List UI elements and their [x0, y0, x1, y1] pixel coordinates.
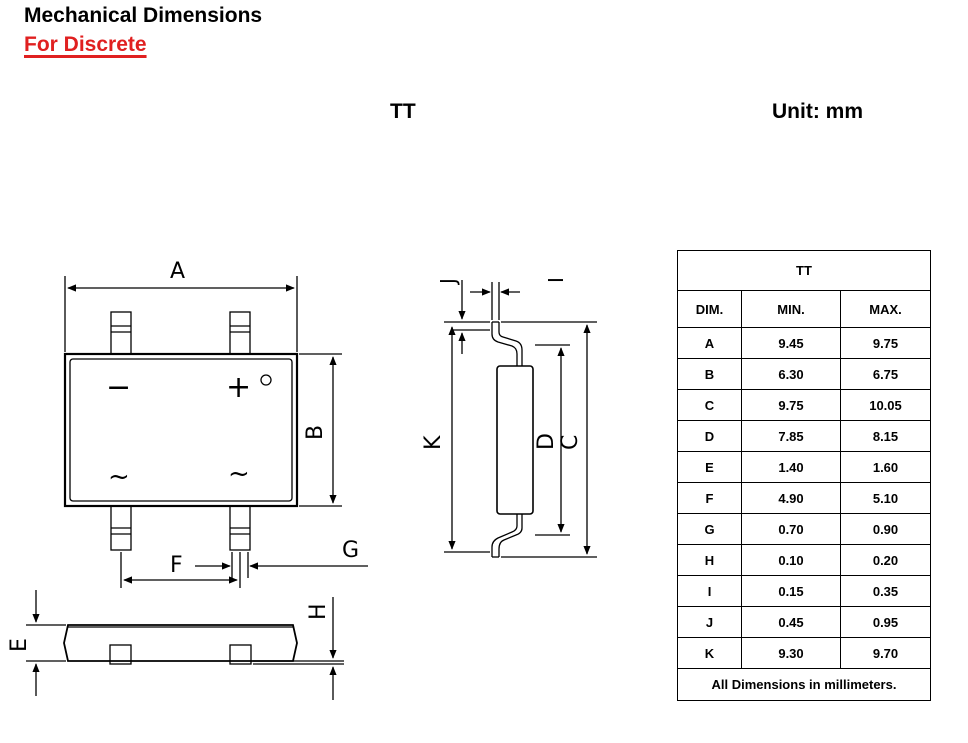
cell-dim: F: [677, 482, 742, 514]
cell-dim: G: [677, 513, 742, 545]
cell-min: 7.85: [741, 420, 841, 452]
page-title: Mechanical Dimensions: [24, 4, 263, 27]
dim-label-h: H: [306, 603, 331, 620]
cell-min: 9.75: [741, 389, 841, 421]
cell-max: 0.95: [840, 606, 931, 638]
cell-dim: H: [677, 544, 742, 576]
front-view: [26, 590, 344, 700]
column-header-min: MIN.: [741, 290, 841, 328]
cell-min: 9.30: [741, 637, 841, 669]
dim-label-k: K: [421, 435, 446, 450]
cell-max: 10.05: [840, 389, 931, 421]
cell-min: 4.90: [741, 482, 841, 514]
cell-max: 0.35: [840, 575, 931, 607]
cell-min: 0.45: [741, 606, 841, 638]
cell-min: 9.45: [741, 327, 841, 359]
section-subtitle: For Discrete: [24, 33, 147, 56]
cell-dim: C: [677, 389, 742, 421]
cell-max: 1.60: [840, 451, 931, 483]
column-header-max: MAX.: [840, 290, 931, 328]
cell-max: 0.20: [840, 544, 931, 576]
dim-label-d: D: [534, 433, 559, 450]
cell-min: 0.15: [741, 575, 841, 607]
top-view: [63, 276, 368, 588]
cell-max: 0.90: [840, 513, 931, 545]
cell-max: 6.75: [840, 358, 931, 390]
side-view: [444, 280, 597, 558]
column-header-dim: DIM.: [677, 290, 742, 328]
cell-dim: J: [677, 606, 742, 638]
dim-label-b: B: [303, 425, 328, 440]
cell-min: 0.10: [741, 544, 841, 576]
ac-terminal-symbol: ~: [228, 459, 250, 489]
dim-label-c: C: [558, 435, 583, 450]
cell-dim: A: [677, 327, 742, 359]
dim-label-g: G: [342, 538, 359, 563]
cell-max: 9.70: [840, 637, 931, 669]
dim-label-i: I: [544, 277, 568, 283]
cell-dim: D: [677, 420, 742, 452]
package-label: TT: [390, 100, 416, 123]
dim-label-j: J: [436, 278, 460, 286]
cell-max: 9.75: [840, 327, 931, 359]
cell-min: 6.30: [741, 358, 841, 390]
cell-max: 5.10: [840, 482, 931, 514]
table-package-header: TT: [677, 250, 931, 291]
ac-terminal-symbol: ~: [108, 462, 130, 492]
cell-dim: I: [677, 575, 742, 607]
table-footnote: All Dimensions in millimeters.: [677, 668, 931, 701]
cell-dim: E: [677, 451, 742, 483]
minus-terminal-symbol: −: [106, 370, 131, 405]
plus-terminal-symbol: +: [226, 370, 251, 405]
cell-dim: B: [677, 358, 742, 390]
cell-max: 8.15: [840, 420, 931, 452]
unit-label: Unit: mm: [772, 100, 863, 123]
cell-min: 1.40: [741, 451, 841, 483]
cell-min: 0.70: [741, 513, 841, 545]
dim-label-a: A: [170, 259, 185, 284]
dim-label-f: F: [170, 553, 183, 578]
cell-dim: K: [677, 637, 742, 669]
dim-label-e: E: [7, 638, 32, 652]
